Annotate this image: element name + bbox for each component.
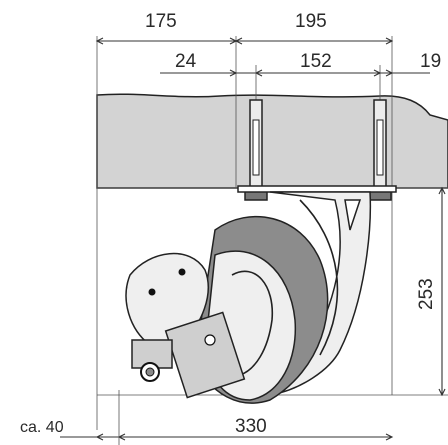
dim-top-right: 195 bbox=[295, 11, 327, 32]
bracket-inner-curve bbox=[299, 199, 339, 356]
ceiling-slab bbox=[96, 93, 448, 189]
lamp-control-panel bbox=[164, 311, 246, 399]
dim-right-edge: 19 bbox=[420, 51, 441, 72]
dim-bolt-offset: 24 bbox=[175, 51, 197, 72]
mounting-bracket bbox=[268, 191, 372, 397]
lamp-lens-reflection bbox=[231, 270, 274, 376]
dim-bolt-spacing: 152 bbox=[300, 51, 332, 72]
panel-knob bbox=[204, 334, 216, 346]
dim-bottom-width: 330 bbox=[235, 416, 267, 437]
head-dot-2 bbox=[178, 268, 186, 276]
right-dimension-arrows bbox=[438, 186, 446, 397]
bottom-dimension-arrows bbox=[60, 390, 394, 445]
top-dimension-arrows bbox=[95, 37, 430, 100]
dim-bottom-left-offset: ca. 40 bbox=[20, 419, 64, 436]
lamp-head bbox=[125, 252, 209, 346]
dim-height: 253 bbox=[416, 278, 437, 310]
lamp-body bbox=[125, 215, 329, 404]
head-dot-1 bbox=[148, 288, 156, 296]
dim-top-left: 175 bbox=[145, 11, 177, 32]
